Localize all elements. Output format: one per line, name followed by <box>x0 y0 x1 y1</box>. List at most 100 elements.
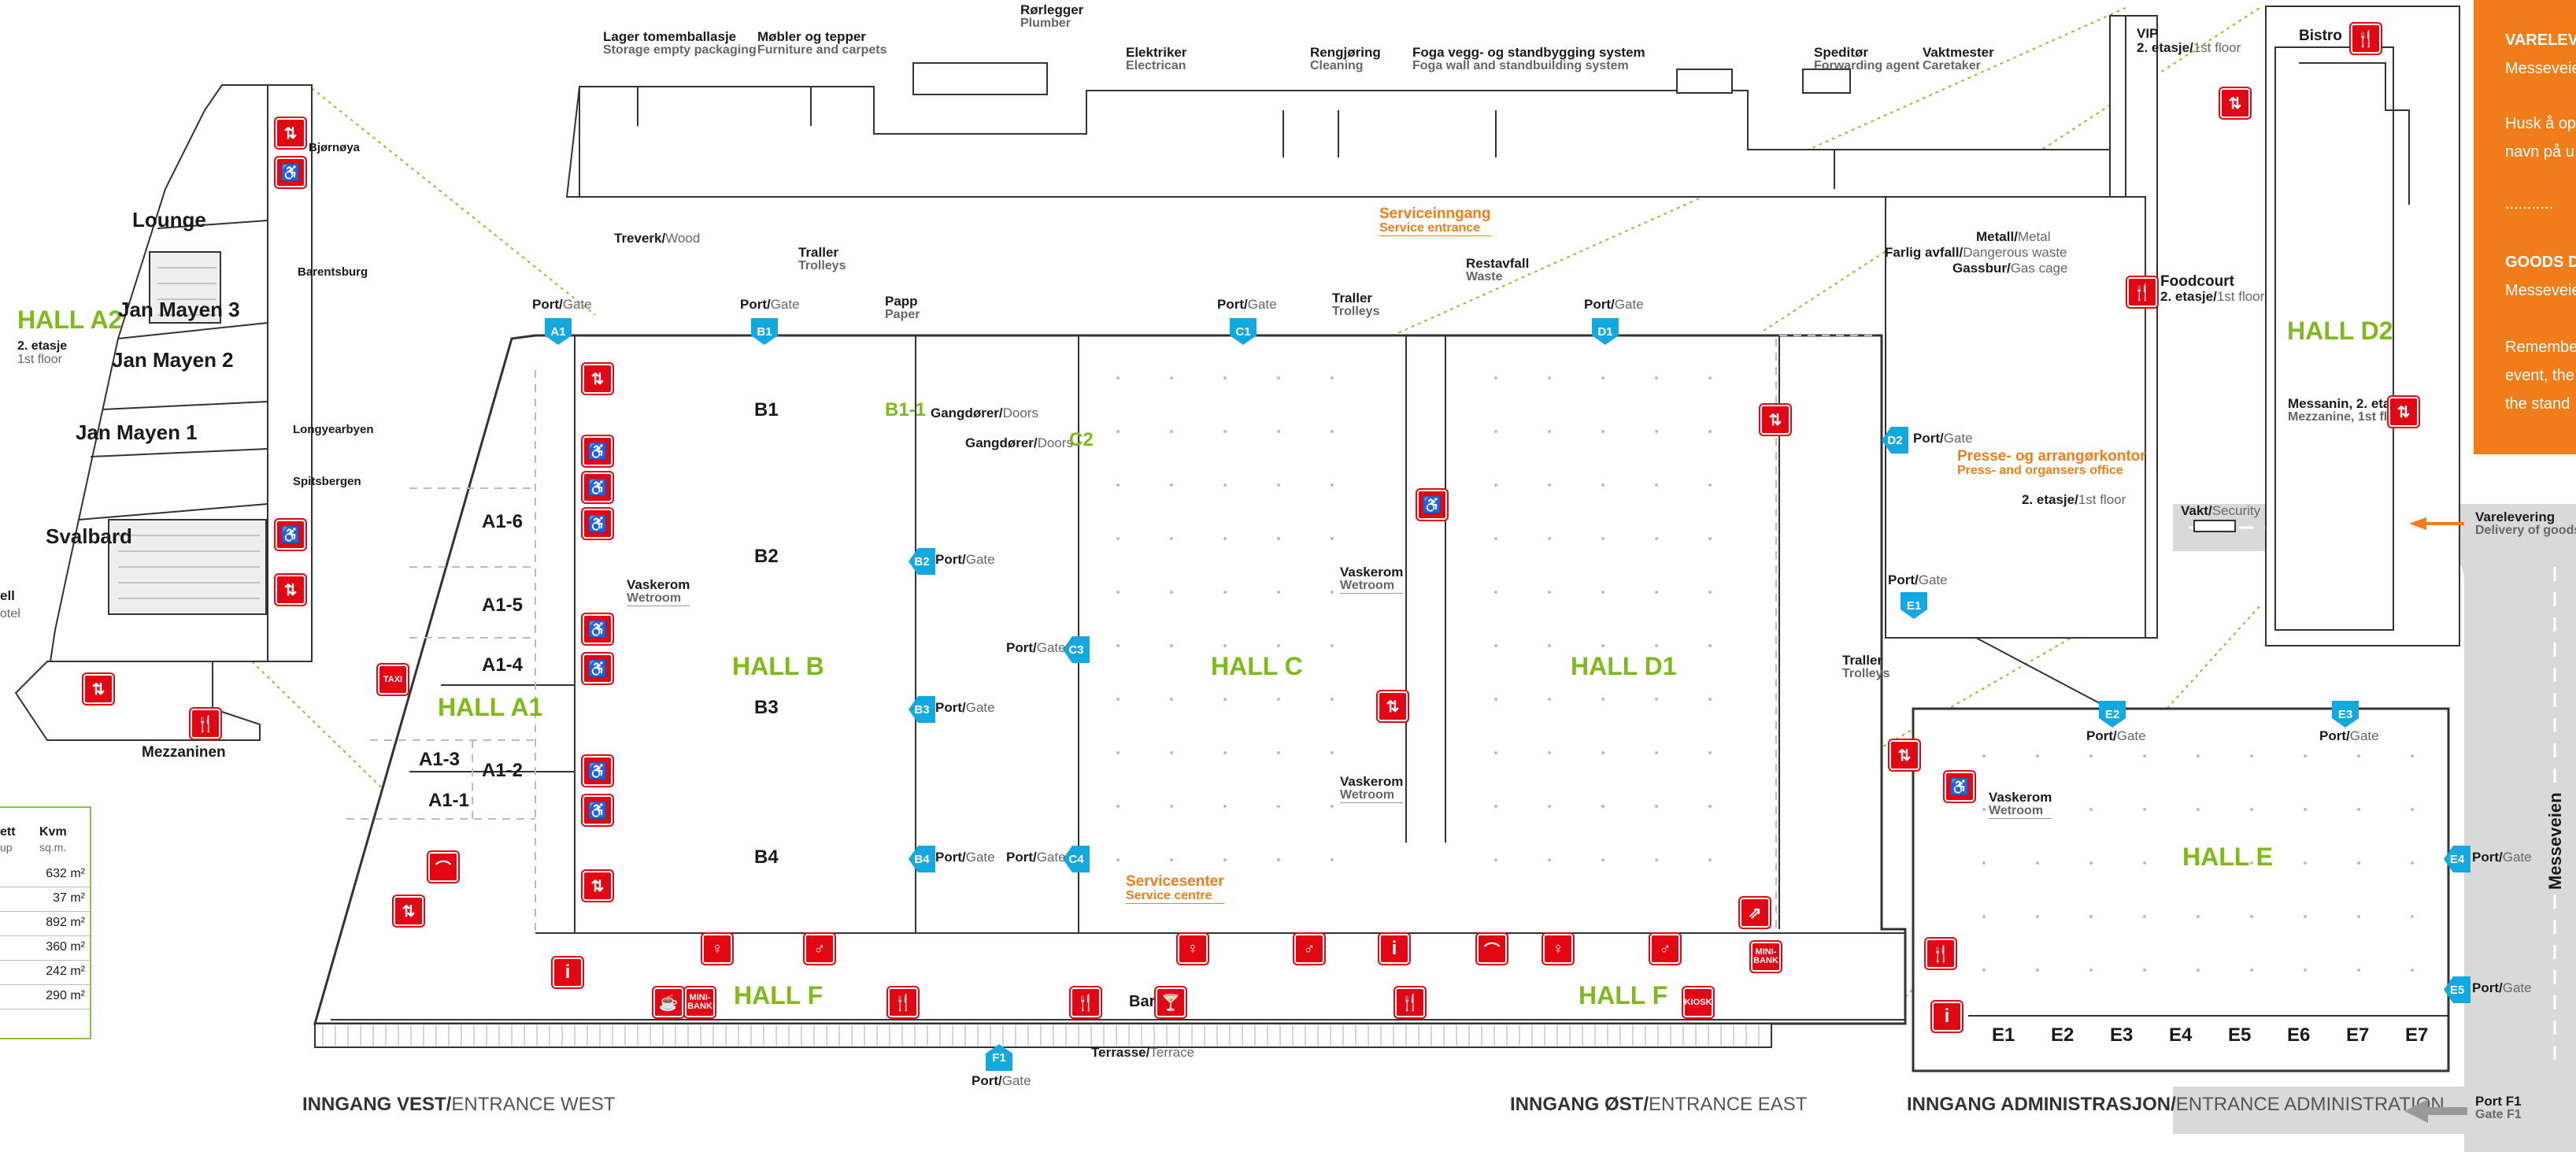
room-b4: B4 <box>754 846 779 868</box>
legend-col1: ett <box>0 825 16 839</box>
panel-line-3: navn på u <box>2505 143 2574 161</box>
cut-label-2: otel <box>0 607 20 620</box>
minibank-icon: MINI-BANK <box>1751 942 1781 972</box>
panel-line-1: Messeveie <box>2505 60 2576 77</box>
panel-line-7: the stand <box>2505 395 2570 413</box>
toilet-icon: ♿ <box>583 654 613 683</box>
legend-row: 37 m² <box>0 887 90 912</box>
kiosk-icon: KIOSK <box>1683 987 1713 1017</box>
toilet-icon: ♿ <box>583 614 613 644</box>
panel-line-2: Husk å op <box>2505 115 2576 132</box>
legend-col2b: sq.m. <box>39 841 67 854</box>
panel-line-6: event, the <box>2505 367 2574 384</box>
toilet-icon: ♿ <box>1945 772 1975 802</box>
panel-dots: ........... <box>2505 195 2554 213</box>
hall-d2-outline <box>2265 6 2460 646</box>
gate-c2-label: C2 <box>1069 429 1094 450</box>
room-longyearbyen: Longyearbyen <box>293 423 374 436</box>
room-a1-4: A1-4 <box>482 654 524 676</box>
port-label-c3: Port/Gate <box>1006 640 1066 655</box>
gate-b2-marker: B2 <box>909 548 935 575</box>
legend-row: 360 m² <box>0 936 90 961</box>
wood-waste-label: Treverk/Wood <box>614 231 701 246</box>
press-block <box>1885 196 2146 709</box>
room-a1-2: A1-2 <box>482 760 524 781</box>
panel-line-5: Remembe <box>2505 339 2576 356</box>
port-label-a1: Port/Gate <box>532 297 592 312</box>
room-mezzaninen: Mezzaninen <box>142 744 226 761</box>
port-label-d2: Port/Gate <box>1913 431 1973 446</box>
toilet-icon: ♿ <box>583 756 613 786</box>
elevator-icon: ⇅ <box>276 118 305 148</box>
port-label-e4: Port/Gate <box>2472 850 2532 865</box>
restaurant-icon: ⌒ <box>428 852 458 882</box>
legend-col2: Kvm <box>39 825 67 839</box>
info-icon: i <box>1932 1002 1962 1032</box>
toilet-icon: ♀ <box>1178 934 1208 964</box>
security-label: Vakt/Security <box>2181 503 2261 518</box>
panel-line-4: Messeveie <box>2505 282 2576 299</box>
a2-seating <box>118 267 260 599</box>
legend-row: 632 m² <box>0 863 90 887</box>
doors-label-2: Gangdører/Doors <box>965 435 1073 450</box>
room-jan-mayen-1: Jan Mayen 1 <box>76 420 198 444</box>
elevator-icon: ⇅ <box>276 575 305 605</box>
hall-e-title: HALL E <box>2182 843 2273 871</box>
hall-f-east-title: HALL F <box>1579 981 1668 1009</box>
restaurant-icon: 🍴 <box>2127 277 2157 307</box>
toilet-icon: ♂ <box>805 934 835 964</box>
restaurant-icon: 🍴 <box>1926 939 1956 969</box>
stand-e7: E7 <box>2405 1024 2429 1046</box>
delivery-arrow-icon <box>2409 517 2464 530</box>
room-a1-5: A1-5 <box>482 595 524 616</box>
bistro-label: Bistro <box>2299 28 2342 44</box>
dangerous-waste-label: Farlig avfall/Dangerous waste <box>1885 245 2067 260</box>
elevator-icon: ⇅ <box>583 871 613 901</box>
port-label-f1: Port/Gate <box>972 1073 1031 1088</box>
room-barentsburg: Barentsburg <box>298 265 368 279</box>
room-b3: B3 <box>754 697 779 718</box>
legend-col1b: up <box>0 841 13 854</box>
stairs-icon: ⇗ <box>1740 898 1770 928</box>
toilet-icon: ♿ <box>276 520 305 550</box>
doors-label-1: Gangdører/Doors <box>931 406 1038 420</box>
main-halls-outline <box>313 334 1907 1025</box>
toilet-icon: ♀ <box>1543 934 1573 964</box>
hall-d2-title: HALL D2 <box>2287 317 2393 345</box>
restaurant-icon: 🍴 <box>1071 987 1101 1017</box>
stand-e4: E4 <box>2169 1024 2193 1046</box>
room-b2: B2 <box>754 546 779 567</box>
stand-e5: E5 <box>2228 1024 2252 1046</box>
toilet-icon: ♀ <box>702 934 732 964</box>
toilet-icon: ♿ <box>583 509 613 539</box>
room-jan-mayen-3: Jan Mayen 3 <box>118 298 240 321</box>
stand-e2: E2 <box>2051 1024 2074 1046</box>
restaurant-icon: 🍴 <box>191 709 220 739</box>
restaurant-icon: 🍴 <box>888 987 918 1017</box>
restaurant-icon: ⌒ <box>1477 934 1507 964</box>
hall-e-outline <box>1912 707 2450 1072</box>
restaurant-icon: 🍴 <box>1395 987 1425 1017</box>
admin-arrow-icon <box>2404 1099 2467 1123</box>
port-label-b2: Port/Gate <box>935 552 995 567</box>
elevator-icon: ⇅ <box>1378 691 1408 721</box>
room-a1-6: A1-6 <box>482 511 524 532</box>
room-bjornoya: Bjørnøya <box>309 141 361 154</box>
room-lounge: Lounge <box>132 208 206 232</box>
